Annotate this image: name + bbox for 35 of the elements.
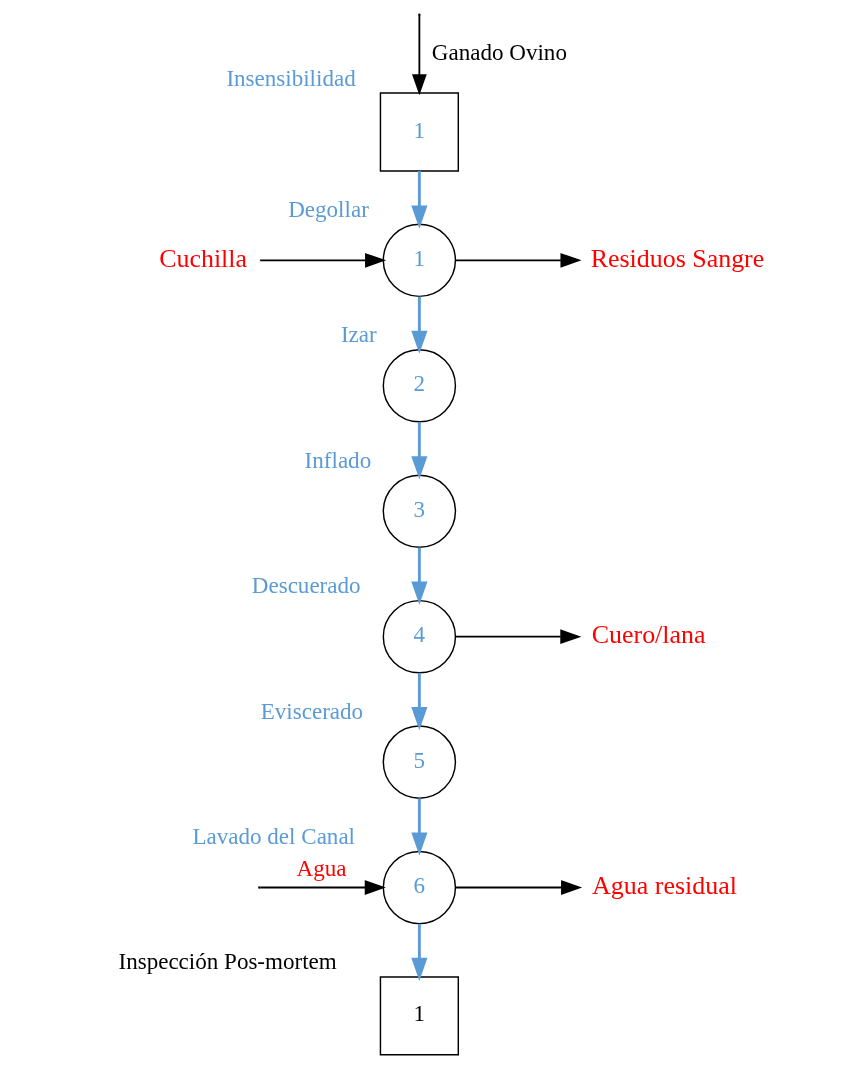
edge-label: Agua [296, 854, 347, 881]
node-circle: 6 [382, 850, 457, 925]
edge-label: Ganado Ovino [431, 38, 567, 65]
arrow [411, 296, 428, 354]
node-label: Insensibilidad [226, 64, 356, 91]
arrow [411, 923, 428, 981]
node-circle: 2 [382, 349, 457, 423]
arrow [412, 14, 427, 96]
node-circle: 5 [382, 725, 457, 799]
arrow [259, 252, 387, 268]
arrow [454, 252, 582, 268]
node-box: 1 [379, 976, 460, 1056]
node-label: Inspección Pos-mortem [118, 948, 337, 975]
node-circle: 3 [382, 474, 457, 548]
arrow [411, 672, 428, 731]
node-box: 1 [379, 92, 460, 172]
arrow [411, 171, 428, 229]
arrow [454, 880, 583, 895]
arrow [454, 629, 582, 645]
node-label: Izar [340, 321, 377, 348]
node-label: Inflado [304, 446, 372, 473]
node-text: Cuchilla [159, 243, 248, 273]
arrow [411, 547, 428, 605]
node-label: Descuerado [251, 572, 361, 599]
node-circle: 1 [382, 223, 457, 298]
node-label: Degollar [288, 195, 369, 222]
arrow [411, 422, 428, 480]
node-label: Eviscerado [260, 697, 364, 724]
node-text: Residuos Sangre [590, 243, 765, 273]
node-text: Agua residual [592, 870, 737, 900]
node-text: Cuero/lana [591, 620, 706, 650]
arrow [259, 880, 386, 895]
node-label: Lavado del Canal [192, 823, 356, 850]
node-circle: 4 [382, 599, 457, 674]
arrow [411, 798, 428, 856]
